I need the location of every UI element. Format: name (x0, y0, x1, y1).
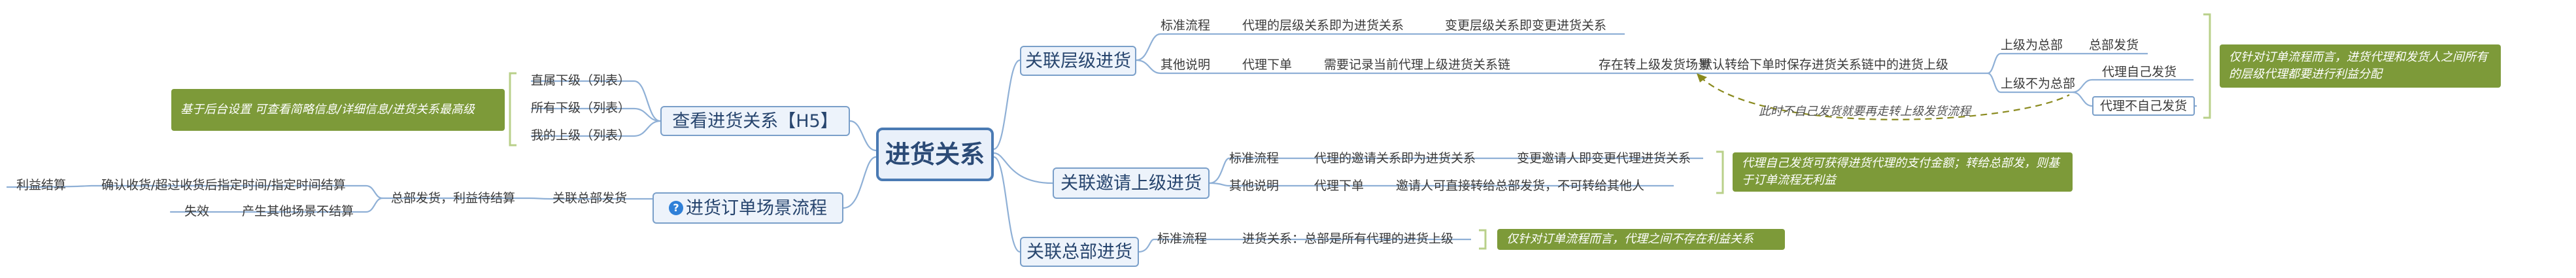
branch-hierarchy[interactable]: 关联层级进货 (1020, 46, 1136, 76)
invite-green-note: 代理自己发货可获得进货代理的支付金额；转给总部发，则基于订单流程无利益 (1733, 152, 2073, 192)
order-flow-label: 进货订单场景流程 (686, 198, 827, 218)
hierarchy-other-notes[interactable]: 其他说明 (1161, 57, 1211, 72)
hierarchy-self-ship[interactable]: 代理自己发货 (2102, 64, 2177, 79)
view-green-note: 基于后台设置 可查看简略信息/详细信息/进货关系最高级 (171, 89, 505, 131)
invite-standard-a[interactable]: 代理的邀请关系即为进货关系 (1314, 150, 1476, 165)
invite-agent-order[interactable]: 代理下单 (1314, 178, 1364, 193)
branch-order-flow[interactable]: ? 进货订单场景流程 (652, 192, 843, 224)
invite-standard-flow[interactable]: 标准流程 (1229, 150, 1280, 165)
question-icon: ? (669, 201, 683, 215)
hierarchy-default-keep[interactable]: 默认转给下单时保存进货关系链中的进货上级 (1700, 57, 1949, 72)
hierarchy-standard-b[interactable]: 变更层级关系即变更进货关系 (1445, 18, 1607, 33)
branch-view-h5[interactable]: 查看进货关系【H5】 (660, 106, 850, 136)
hierarchy-hq-ships[interactable]: 总部发货 (2089, 37, 2139, 52)
hierarchy-dashed-note: 此时不自己发货就要再走转上级发货流程 (1759, 105, 1971, 118)
dashed-relation-line (1699, 76, 2070, 120)
hierarchy-exists-upper[interactable]: 存在转上级发货场景 (1599, 57, 1711, 72)
order-other-refund[interactable]: 产生其他场景不结算 (242, 203, 354, 218)
dashed-arrowhead (1697, 73, 1707, 82)
hierarchy-agent-order[interactable]: 代理下单 (1242, 57, 1293, 72)
invite-standard-b[interactable]: 变更邀请人即变更代理进货关系 (1517, 150, 1691, 165)
hq-green-note: 仅针对订单流程而言，代理之间不存在利益关系 (1497, 229, 1785, 250)
order-link-hq[interactable]: 关联总部发货 (552, 190, 628, 205)
invite-other-notes[interactable]: 其他说明 (1229, 178, 1280, 193)
hq-standard-flow[interactable]: 标准流程 (1157, 231, 1208, 246)
root-node[interactable]: 进货关系 (876, 128, 994, 181)
view-direct-sub[interactable]: 直属下级（列表） (531, 73, 631, 88)
hierarchy-upper-is-hq[interactable]: 上级为总部 (2001, 37, 2063, 52)
hierarchy-need-record[interactable]: 需要记录当前代理上级进货关系链 (1324, 57, 1511, 72)
note-brackets (509, 13, 2211, 250)
view-all-sub[interactable]: 所有下级（列表） (531, 100, 631, 115)
order-settle[interactable]: 利益结算 (16, 177, 67, 192)
hierarchy-standard-a[interactable]: 代理的层级关系即为进货关系 (1242, 18, 1404, 33)
order-hq-ship-settle[interactable]: 总部发货，利益待结算 (391, 190, 516, 205)
branch-hq[interactable]: 关联总部进货 (1020, 237, 1139, 267)
invite-forward[interactable]: 邀请人可直接转给总部发货，不可转给其他人 (1396, 178, 1645, 193)
hierarchy-green-note: 仅针对订单流程而言，进货代理和发货人之间所有的层级代理都要进行利益分配 (2220, 44, 2501, 88)
branch-invite[interactable]: 关联邀请上级进货 (1053, 167, 1210, 199)
main-connectors (6, 33, 2197, 253)
order-invalid[interactable]: 失效 (184, 203, 210, 218)
hierarchy-not-self-ship[interactable]: 代理不自己发货 (2092, 96, 2195, 116)
hierarchy-standard-flow[interactable]: 标准流程 (1161, 18, 1211, 33)
view-my-upper[interactable]: 我的上级（列表） (531, 128, 631, 143)
order-confirm[interactable]: 确认收货/超过收货后指定时间/指定时间结算 (101, 177, 346, 192)
hq-relation[interactable]: 进货关系：总部是所有代理的进货上级 (1242, 231, 1454, 246)
hierarchy-upper-not-hq[interactable]: 上级不为总部 (2001, 76, 2076, 91)
